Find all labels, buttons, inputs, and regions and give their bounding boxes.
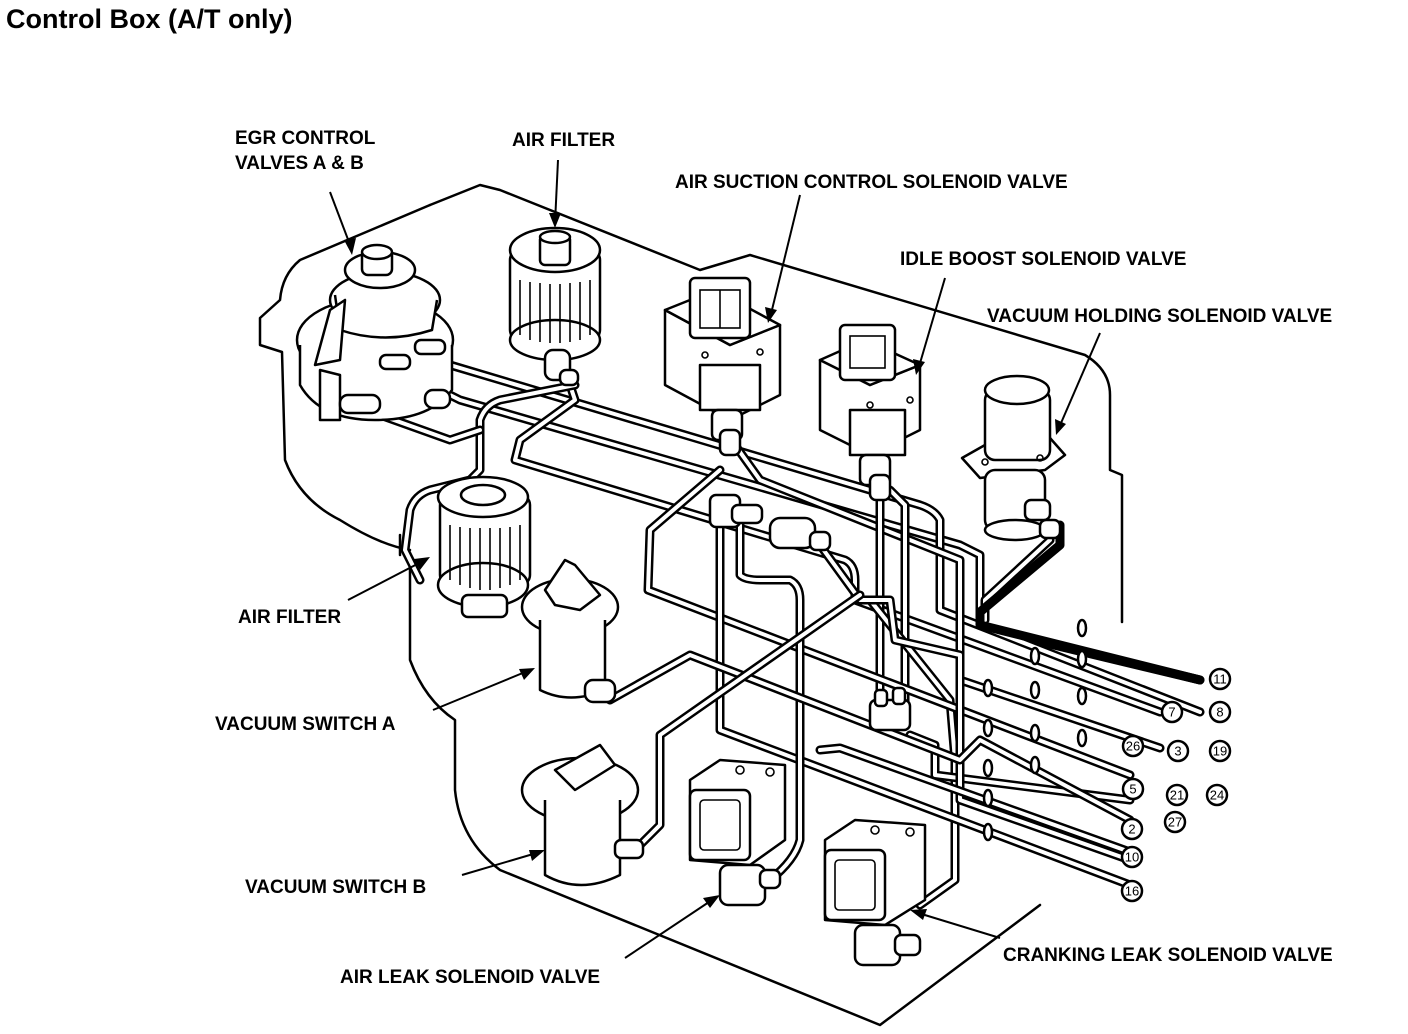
vacuum-switch-b-label: VACUUM SWITCH B: [245, 877, 426, 898]
port-19: 19: [1208, 739, 1232, 763]
svg-text:19: 19: [1213, 744, 1227, 759]
leader-arrows: [329, 159, 1101, 959]
svg-text:11: 11: [1213, 672, 1227, 687]
port-11: 11: [1208, 667, 1232, 691]
air-suction-label: AIR SUCTION CONTROL SOLENOID VALVE: [675, 172, 1068, 193]
svg-text:24: 24: [1210, 788, 1224, 803]
svg-text:5: 5: [1129, 782, 1136, 797]
air-filter-left-label: AIR FILTER: [238, 607, 341, 628]
port-2: 2: [1120, 817, 1144, 841]
air-suction-control-solenoid-valve: [663, 276, 782, 457]
idle-boost-label: IDLE BOOST SOLENOID VALVE: [900, 249, 1186, 270]
port-5: 5: [1121, 777, 1145, 801]
port-callouts: 11 7 8 3 19 26 24 5 21 27 2 10 16: [1120, 667, 1232, 903]
svg-text:26: 26: [1126, 739, 1140, 754]
vacuum-holding-solenoid-valve: [960, 374, 1067, 542]
cranking-leak-solenoid-valve: [823, 818, 927, 967]
port-8: 8: [1208, 700, 1232, 724]
air-leak-solenoid-valve: [688, 758, 787, 907]
port-27: 27: [1163, 810, 1187, 834]
vacuum-holding-label: VACUUM HOLDING SOLENOID VALVE: [987, 306, 1332, 327]
egr-label-line2: VALVES A & B: [235, 153, 364, 174]
egr-control-valves: [295, 243, 455, 422]
page-title: Control Box (A/T only): [6, 4, 292, 34]
vacuum-switch-a: [520, 558, 620, 704]
svg-text:10: 10: [1125, 850, 1139, 865]
control-box-housing: [258, 183, 1124, 1027]
cranking-leak-label: CRANKING LEAK SOLENOID VALVE: [1003, 945, 1333, 966]
vacuum-switch-b: [520, 743, 645, 887]
air-filter-top-label: AIR FILTER: [512, 130, 615, 151]
svg-text:7: 7: [1168, 705, 1175, 720]
vacuum-switch-a-label: VACUUM SWITCH A: [215, 714, 396, 735]
svg-text:3: 3: [1174, 744, 1181, 759]
air-leak-label: AIR LEAK SOLENOID VALVE: [340, 967, 600, 988]
svg-text:2: 2: [1128, 822, 1135, 837]
port-3: 3: [1166, 739, 1190, 763]
idle-boost-solenoid-valve: [818, 323, 922, 502]
air-filter-left: [436, 475, 532, 619]
t-joint-and-check-valve: [708, 493, 912, 732]
svg-text:21: 21: [1170, 788, 1184, 803]
port-16: 16: [1120, 879, 1144, 903]
hose-clamps: [982, 618, 1088, 842]
egr-label-line1: EGR CONTROL: [235, 128, 376, 149]
air-filter-top: [508, 226, 602, 387]
port-7: 7: [1160, 700, 1184, 724]
svg-text:8: 8: [1216, 705, 1223, 720]
port-26: 26: [1121, 734, 1145, 758]
port-24: 24: [1205, 783, 1229, 807]
svg-text:27: 27: [1168, 815, 1182, 830]
svg-text:16: 16: [1125, 884, 1139, 899]
vacuum-hoses: [375, 360, 1205, 910]
component-labels: EGR CONTROL VALVES A & B AIR FILTER AIR …: [215, 128, 1333, 988]
port-21: 21: [1165, 783, 1189, 807]
port-10: 10: [1120, 845, 1144, 869]
